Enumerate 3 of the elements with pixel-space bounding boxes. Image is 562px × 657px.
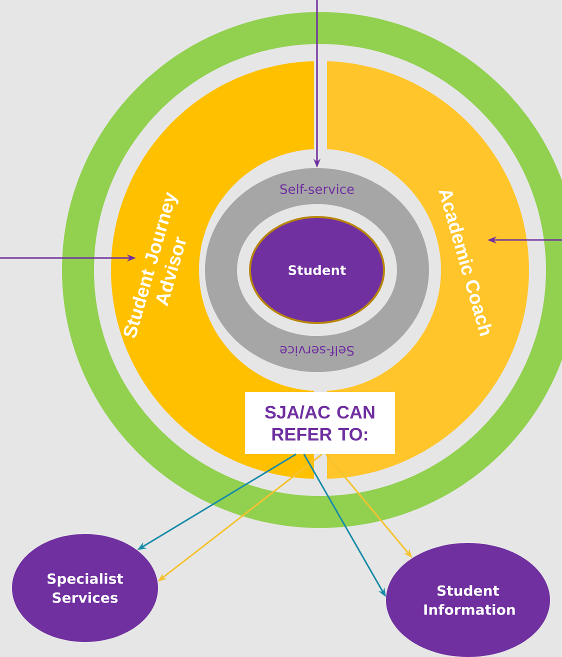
- referral-box: SJA/AC CAN REFER TO:: [245, 392, 395, 454]
- ring-label: Self-service: [280, 346, 354, 356]
- ring-label: Self-service: [280, 184, 354, 194]
